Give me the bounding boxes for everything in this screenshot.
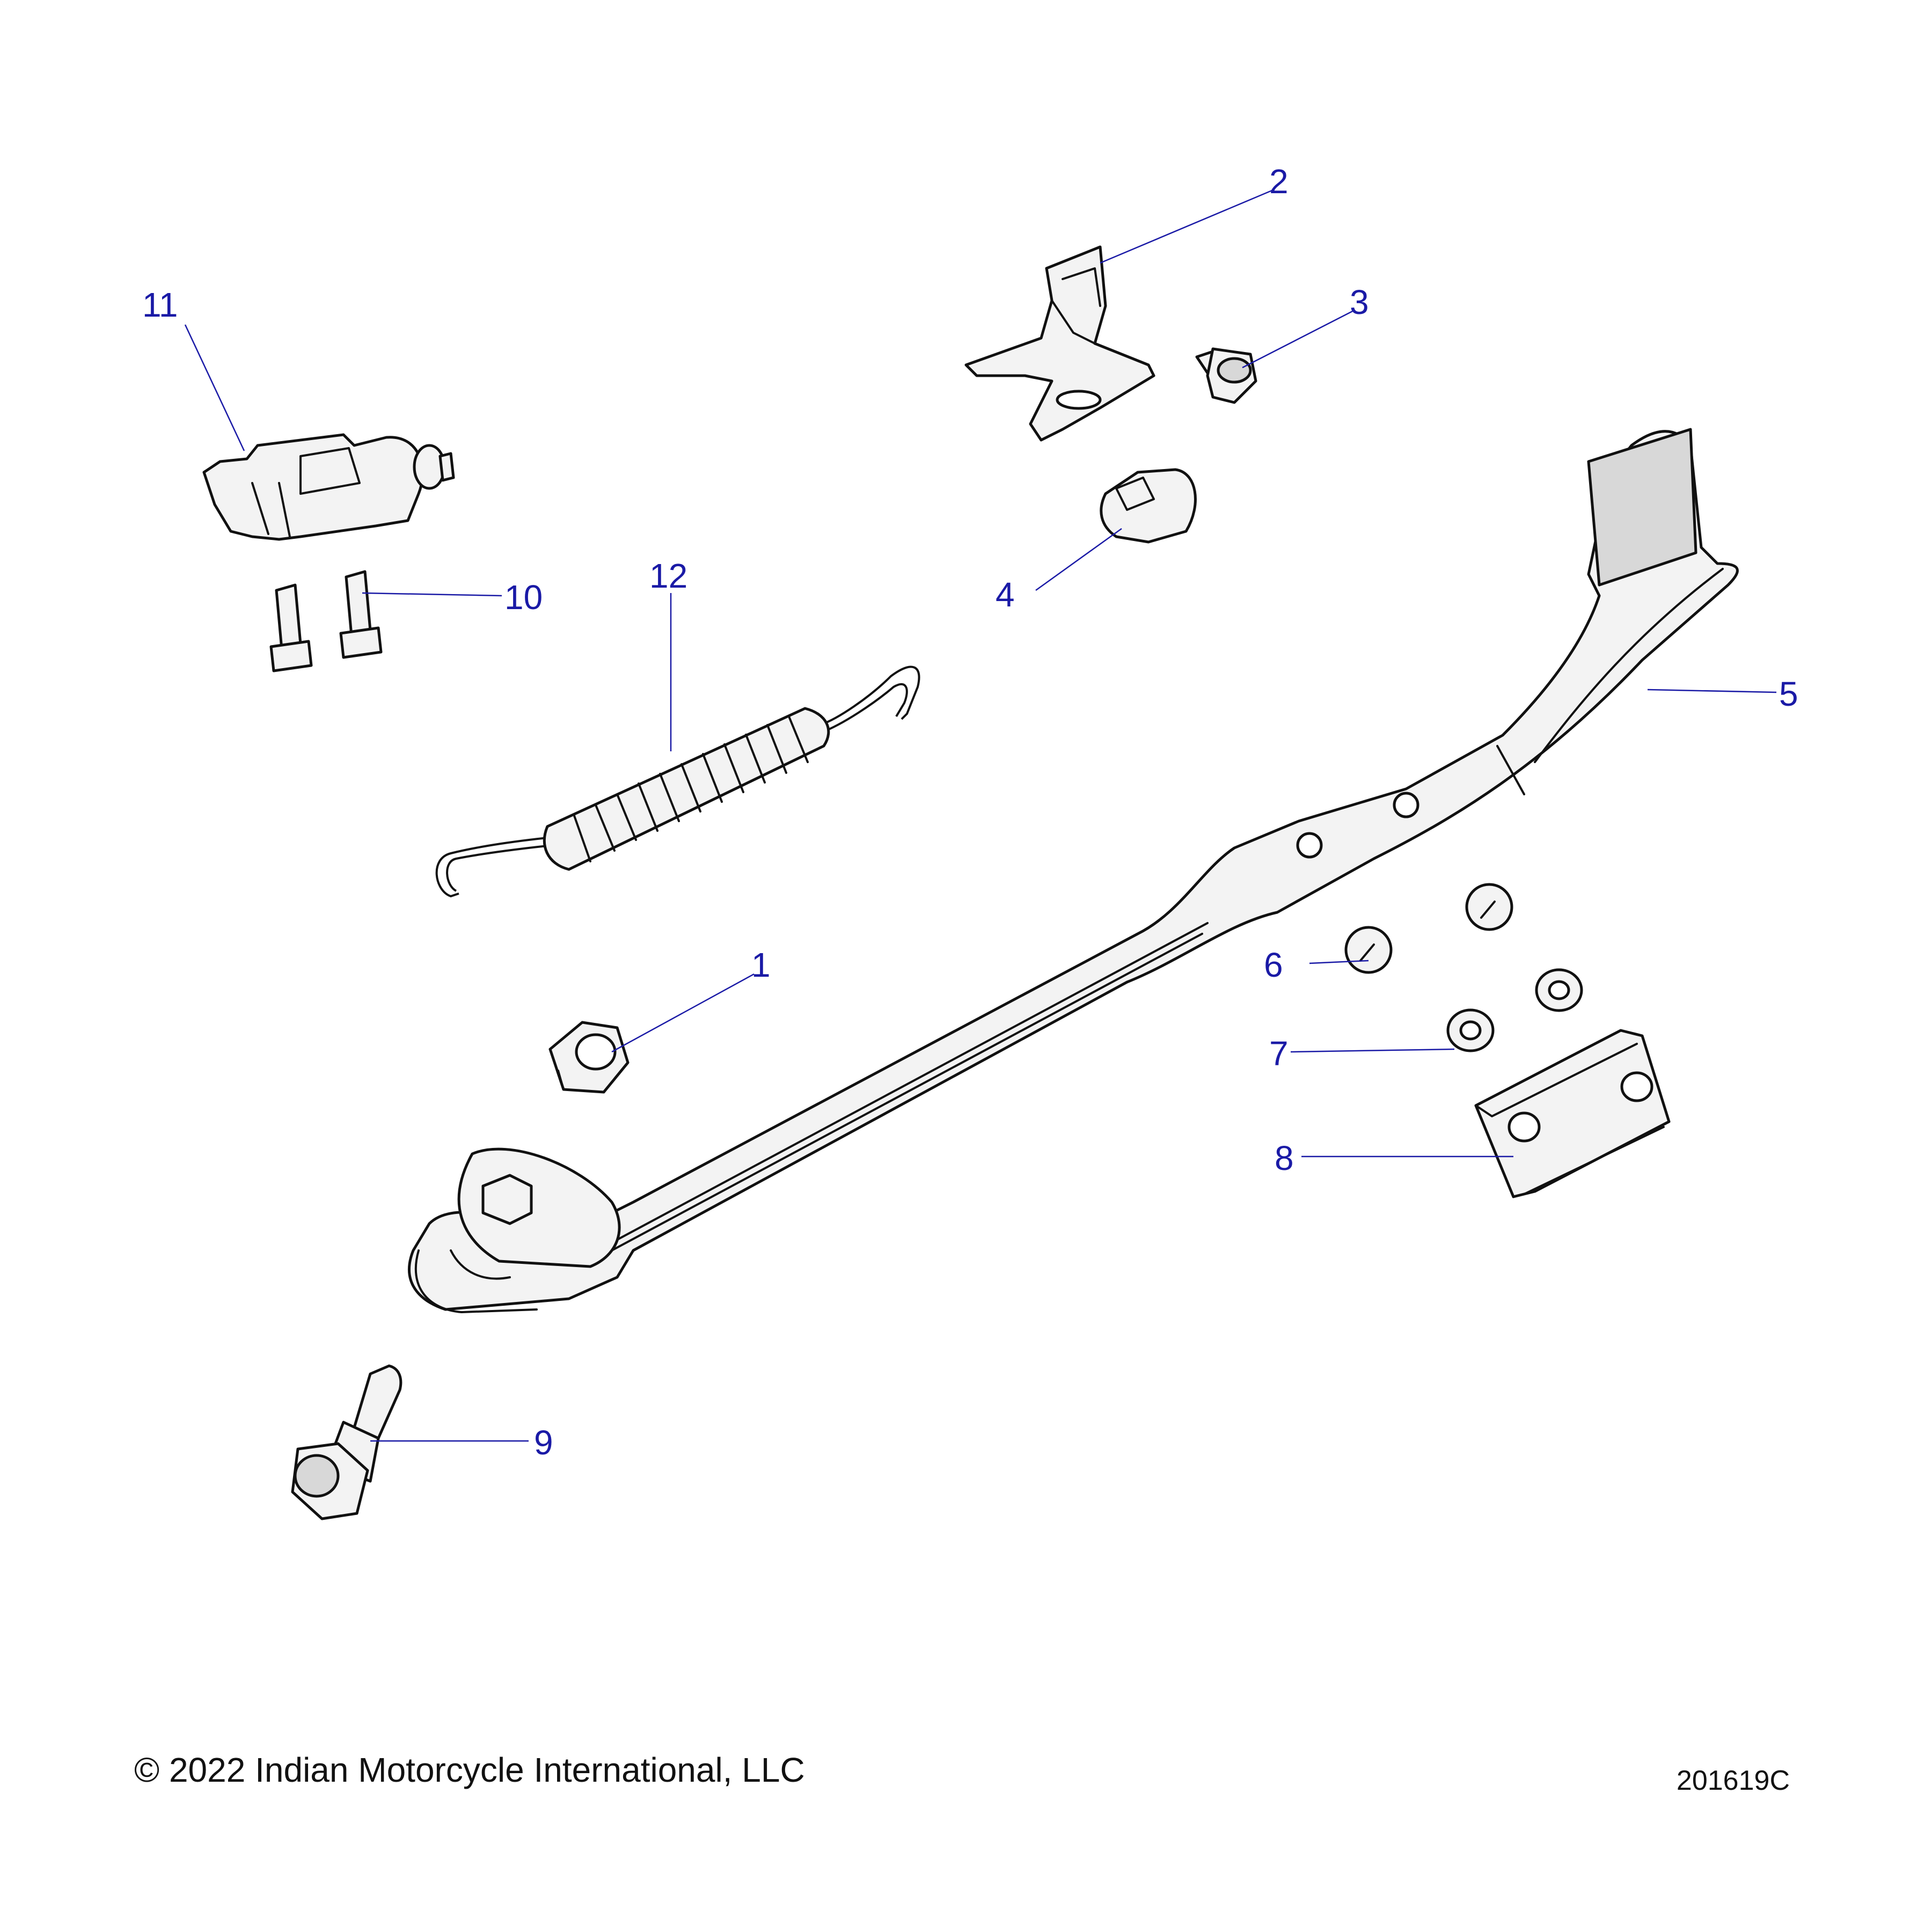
callout-11: 11 (142, 286, 178, 324)
kickstand-leg-part (408, 428, 1739, 1313)
lock-nut-part (548, 1021, 630, 1094)
callout-5: 5 (1779, 675, 1798, 713)
copyright-notice: © 2022 Indian Motorcycle International, … (134, 1751, 805, 1789)
pivot-bolt-part (291, 1364, 402, 1520)
callout-4: 4 (996, 575, 1015, 614)
callout-9: 9 (534, 1423, 553, 1462)
callout-6: 6 (1264, 946, 1283, 984)
washers-part (1446, 968, 1583, 1052)
sensor-bracket-part (964, 245, 1155, 442)
flange-bolt-part (1195, 347, 1257, 404)
leg-hole-upper (1393, 792, 1419, 818)
stop-plate-part (1474, 1029, 1671, 1198)
leader-lines (184, 189, 1777, 1442)
spring-coils (543, 707, 830, 871)
callout-12: 12 (649, 557, 687, 595)
callout-7: 7 (1269, 1034, 1289, 1073)
callout-8: 8 (1275, 1139, 1294, 1177)
plate-hole-left (1507, 1111, 1541, 1143)
screws-part (269, 570, 383, 672)
plate-hole-right (1620, 1071, 1653, 1102)
callout-labels: 1 2 3 4 5 6 7 8 9 10 11 12 (142, 162, 1798, 1462)
leg-hole-lower (1296, 832, 1323, 859)
diagram-id: 201619C (1677, 1765, 1790, 1796)
return-spring-part (435, 665, 920, 898)
callout-3: 3 (1350, 283, 1369, 321)
callout-10: 10 (504, 578, 543, 617)
plug-caps-part (1344, 883, 1513, 974)
callout-1: 1 (751, 946, 771, 984)
rubber-bumper-part (1100, 468, 1197, 544)
bracket-slot (1056, 390, 1102, 410)
kickstand-switch-part (202, 433, 455, 541)
callout-2: 2 (1269, 162, 1289, 201)
